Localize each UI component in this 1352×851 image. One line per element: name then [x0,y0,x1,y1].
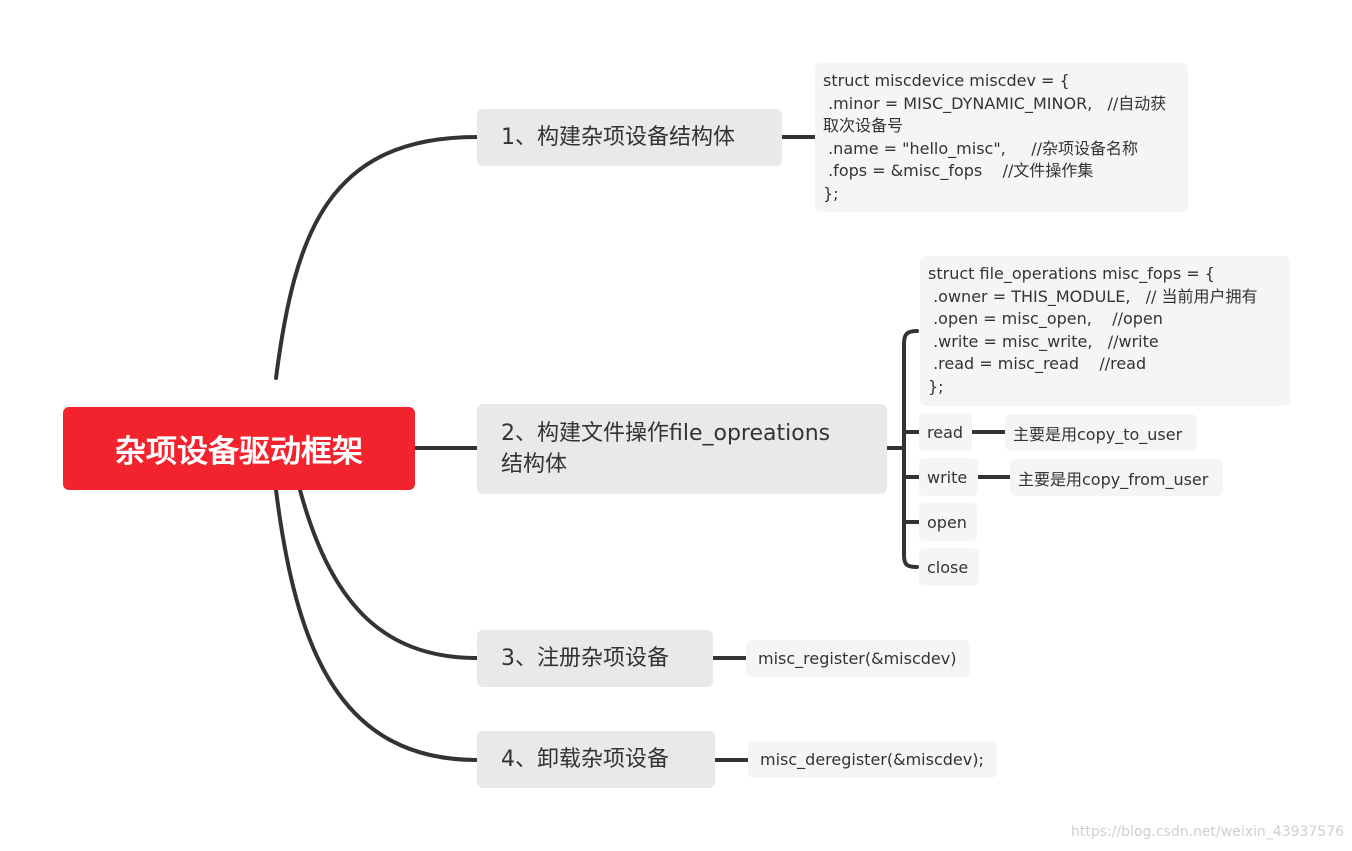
code-miscdev-struct[interactable]: struct miscdevice miscdev = { .minor = M… [815,63,1188,212]
code-line: }; [928,376,944,396]
branch-build-file-operations[interactable]: 2、构建文件操作file_opreations 结构体 [477,404,887,494]
branch-register-misc-device[interactable]: 3、注册杂项设备 [477,630,713,687]
function-name: close [927,557,969,577]
branch-label-line-1: 2、构建文件操作file_opreations [501,421,831,446]
root-label: 杂项设备驱动框架 [115,434,363,470]
code-line: .owner = THIS_MODULE, // 当前用户拥有 [928,286,1258,306]
branch-build-misc-struct[interactable]: 1、构建杂项设备结构体 [477,109,782,166]
connector-root-branch-4 [274,488,479,762]
root-node[interactable]: 杂项设备驱动框架 [63,407,415,490]
function-node-write[interactable]: write [919,458,978,496]
function-name: read [927,422,964,442]
branch-label: 4、卸载杂项设备 [501,747,669,772]
call-text: misc_deregister(&miscdev); [760,750,984,769]
connector-root-branch-3 [298,488,479,660]
branch-label: 3、注册杂项设备 [501,646,669,671]
code-line: .name = "hello_misc", //杂项设备名称 [823,138,1138,158]
code-line: .read = misc_read //read [928,354,1147,373]
connector-root-branch-1 [274,135,479,380]
note-text: 主要是用copy_to_user [1013,424,1183,444]
code-file-operations-struct[interactable]: struct file_operations misc_fops = { .ow… [920,256,1290,406]
code-line: struct file_operations misc_fops = { [928,264,1215,283]
code-line: .fops = &misc_fops //文件操作集 [823,161,1094,180]
note-write[interactable]: 主要是用copy_from_user [1010,459,1223,496]
note-text: 主要是用copy_from_user [1018,469,1209,489]
watermark: https://blog.csdn.net/weixin_43937576 [1071,824,1345,840]
code-line: .open = misc_open, //open [928,309,1163,328]
call-misc-deregister[interactable]: misc_deregister(&miscdev); [748,741,997,778]
code-line: struct miscdevice miscdev = { [823,71,1070,90]
branch-unregister-misc-device[interactable]: 4、卸载杂项设备 [477,731,715,788]
function-node-close[interactable]: close [919,548,979,586]
function-node-open[interactable]: open [919,503,977,541]
branch-label: 1、构建杂项设备结构体 [501,125,735,150]
code-line: .minor = MISC_DYNAMIC_MINOR, //自动获取次设备号 [823,93,1167,136]
branch-label-line-2: 结构体 [501,452,568,477]
call-text: misc_register(&miscdev) [758,649,957,668]
code-line: .write = misc_write, //write [928,331,1159,351]
connector-bracket [902,329,919,569]
code-line: }; [823,183,839,203]
note-read[interactable]: 主要是用copy_to_user [1005,414,1197,451]
call-misc-register[interactable]: misc_register(&miscdev) [746,640,970,677]
function-name: open [927,512,967,532]
function-name: write [927,467,968,487]
function-node-read[interactable]: read [919,413,972,451]
